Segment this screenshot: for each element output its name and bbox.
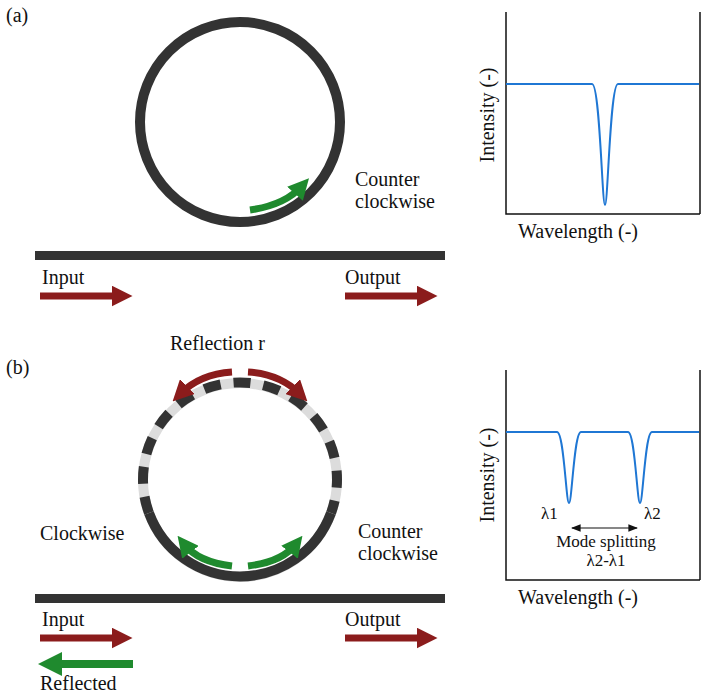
- port-label: Input: [42, 608, 84, 630]
- reflection-arrow: [180, 372, 232, 394]
- grating-ring: [143, 382, 337, 513]
- output-arrow: [345, 635, 427, 642]
- ccw-arrow: [248, 544, 296, 566]
- ring-resonator: [140, 22, 340, 222]
- direction-label: Clockwise: [40, 522, 124, 544]
- port-label: Input: [42, 266, 84, 288]
- ccw-arrow: [250, 186, 302, 210]
- transmission-curve: [506, 84, 699, 205]
- ring-resonator: [149, 513, 331, 576]
- wavelength-label: λ1: [541, 505, 558, 524]
- transmission-curve: [506, 432, 699, 503]
- reflection-arrow: [248, 372, 300, 394]
- direction-label: Counter clockwise: [358, 520, 453, 564]
- port-label: Output: [345, 266, 401, 288]
- wavelength-label: λ2: [644, 505, 661, 524]
- plot-axes: [699, 12, 701, 214]
- annotation: Mode splitting λ2-λ1: [545, 533, 667, 570]
- axis-label: Intensity (-): [476, 428, 498, 523]
- reflected-arrow: [50, 660, 133, 668]
- port-label: Output: [345, 608, 401, 630]
- axis-label: Wavelength (-): [518, 586, 638, 608]
- panel-label: (a): [6, 4, 28, 26]
- panel-label: (b): [6, 356, 29, 378]
- plot-axes: [506, 12, 700, 214]
- bus-waveguide: [35, 594, 445, 603]
- direction-label: Counter clockwise: [355, 168, 450, 212]
- annotation: Reflection r: [170, 332, 265, 354]
- ring-resonator: [143, 383, 337, 577]
- bus-waveguide: [35, 251, 445, 260]
- plot-axes: [699, 370, 701, 580]
- axis-label: Intensity (-): [476, 68, 498, 163]
- cw-arrow: [184, 544, 232, 566]
- input-arrow: [40, 293, 122, 300]
- splitting-arrow: [572, 527, 637, 528]
- port-label: Reflected: [40, 672, 117, 694]
- output-arrow: [345, 293, 427, 300]
- axis-label: Wavelength (-): [518, 220, 638, 242]
- plot-axes: [506, 370, 700, 580]
- input-arrow: [40, 635, 122, 642]
